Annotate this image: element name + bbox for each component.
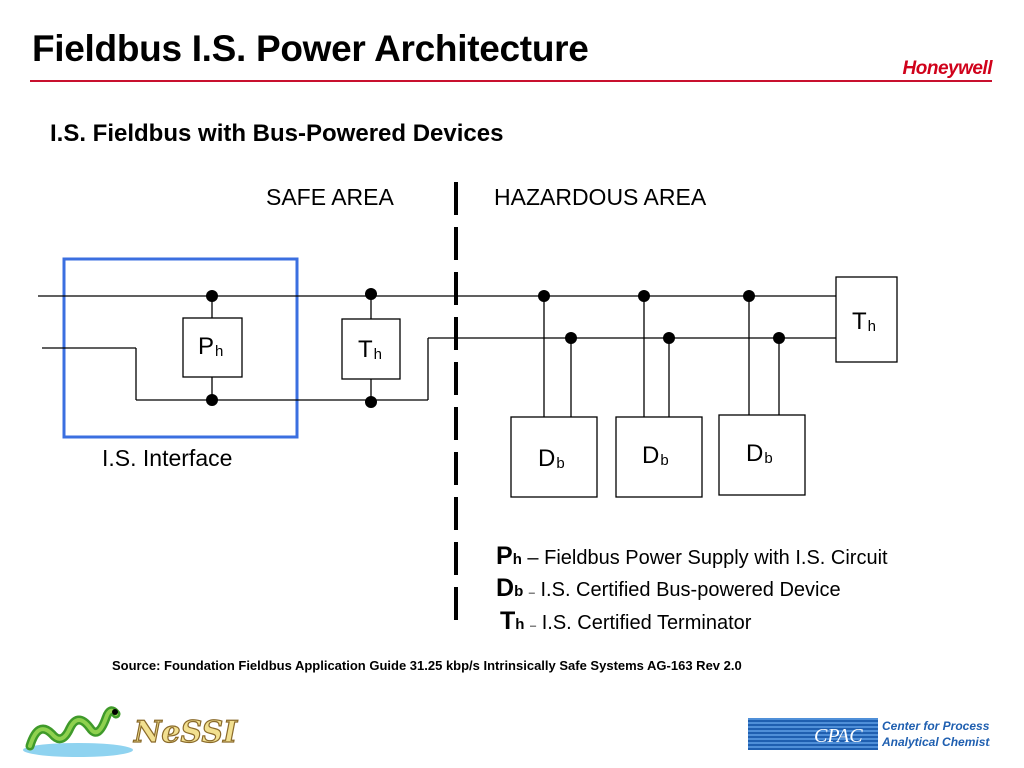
power-supply-box [182, 317, 243, 378]
device-box-2 [615, 416, 703, 498]
junction-dot [365, 396, 377, 408]
junction-dot [638, 290, 650, 302]
svg-text:CPAC: CPAC [814, 725, 863, 747]
legend-item-terminator: Th – I.S. Certified Terminator [500, 607, 752, 635]
hazardous-area-label: HAZARDOUS AREA [494, 184, 707, 210]
diagram-subtitle: I.S. Fieldbus with Bus-Powered Devices [50, 120, 504, 147]
device-label-2: Db [642, 442, 669, 469]
hazardous-terminator-label: Th [852, 308, 877, 335]
svg-text:NeSSI: NeSSI [133, 715, 238, 750]
svg-text:Analytical Chemistry: Analytical Chemistry [881, 735, 990, 749]
junction-dot [206, 394, 218, 406]
cpac-logo: CPAC Center for Process Analytical Chemi… [748, 718, 990, 750]
is-interface-label: I.S. Interface [102, 445, 233, 471]
page-title: Fieldbus I.S. Power Architecture [32, 28, 589, 69]
svg-text:Center for Process: Center for Process [882, 719, 990, 733]
safe-area-label: SAFE AREA [266, 184, 394, 210]
junction-dot [743, 290, 755, 302]
junction-dot [565, 332, 577, 344]
safe-terminator-box [341, 318, 401, 380]
hazardous-terminator-box [835, 276, 898, 363]
safe-terminator-label: Th [358, 336, 383, 363]
legend-item-power-supply: Ph – Fieldbus Power Supply with I.S. Cir… [496, 542, 888, 570]
power-supply-label: Ph [198, 333, 224, 360]
honeywell-logo: Honeywell [902, 58, 993, 79]
device-box-3 [718, 414, 806, 496]
junction-dot [663, 332, 675, 344]
junction-dot [773, 332, 785, 344]
device-label-3: Db [746, 440, 773, 467]
source-citation: Source: Foundation Fieldbus Application … [112, 658, 742, 673]
junction-dot [206, 290, 218, 302]
nessi-logo: NeSSI [23, 706, 239, 757]
junction-dot [365, 288, 377, 300]
junction-dot [538, 290, 550, 302]
legend-item-device: Db – I.S. Certified Bus-powered Device [496, 574, 841, 602]
device-box-1 [510, 416, 598, 498]
device-label-1: Db [538, 445, 565, 472]
title-divider [30, 80, 992, 82]
